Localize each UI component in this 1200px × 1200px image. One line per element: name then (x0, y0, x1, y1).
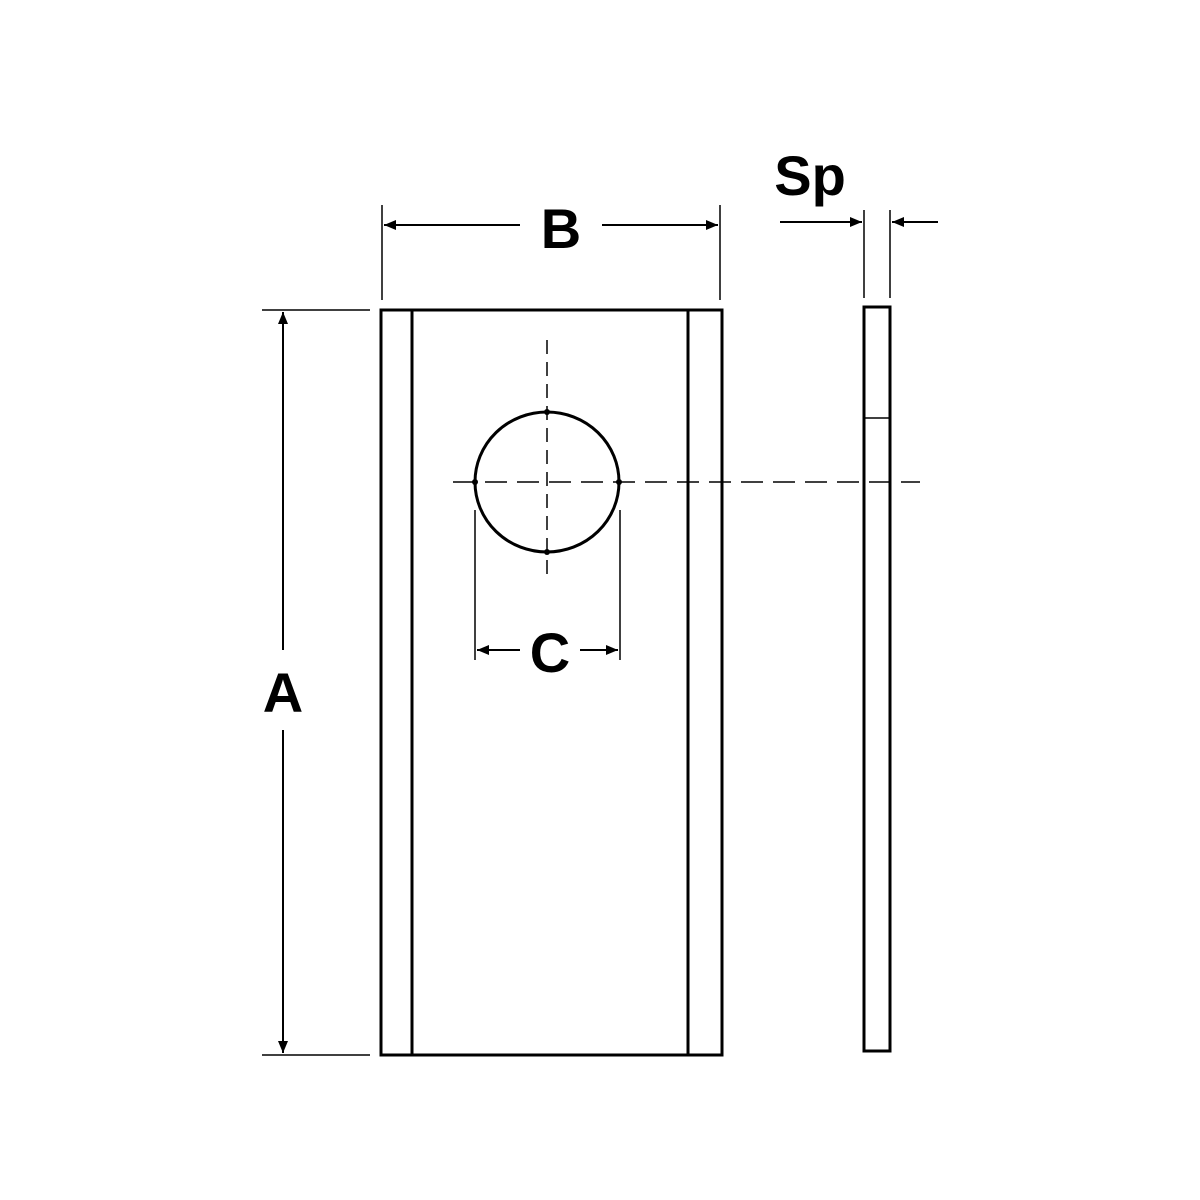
dimension-label-sp: Sp (774, 144, 846, 207)
dimension-a: A (262, 309, 370, 1056)
blade-front-view (379, 308, 920, 1057)
dimension-label-b: B (541, 197, 581, 260)
dimension-sp: Sp (774, 144, 938, 298)
dimension-label-a: A (263, 661, 303, 724)
dimension-b: B (381, 197, 721, 300)
dimension-c: C (474, 510, 621, 684)
blade-side-view (862, 305, 892, 1053)
dimension-label-c: C (530, 621, 570, 684)
